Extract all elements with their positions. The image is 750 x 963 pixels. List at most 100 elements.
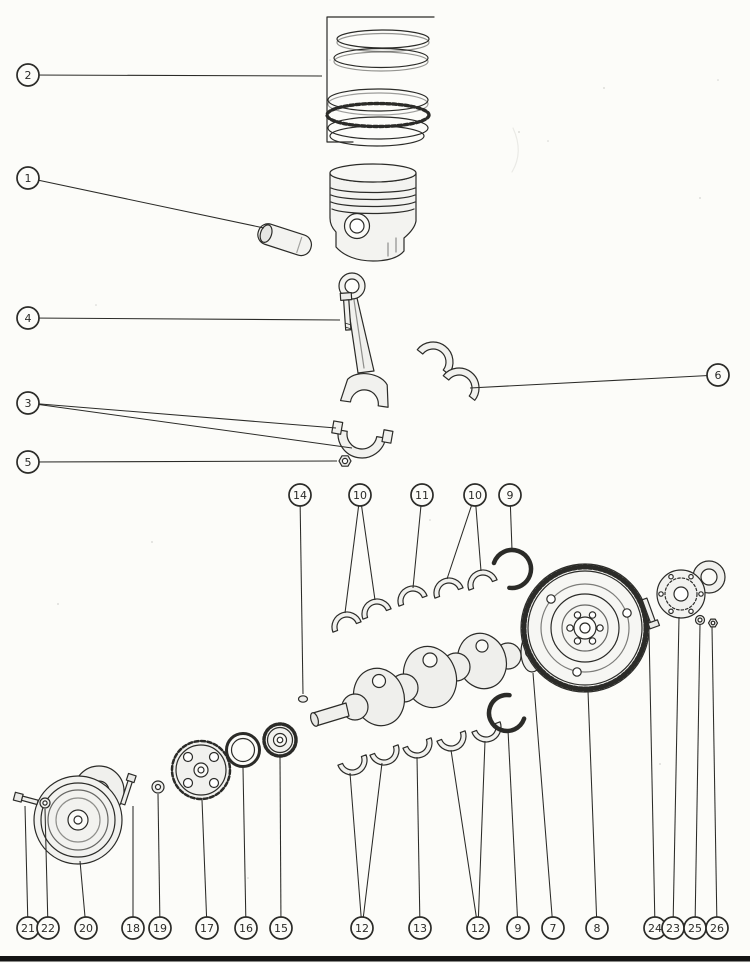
upper-main-bearings-drawing xyxy=(327,565,498,633)
svg-text:8: 8 xyxy=(594,922,601,935)
leader-line-2 xyxy=(27,74,323,77)
leader-line-5 xyxy=(27,460,338,463)
timing-sprocket-drawing xyxy=(170,739,232,801)
callout-12: 12 xyxy=(466,916,490,940)
callout-5: 5 xyxy=(16,450,40,474)
leader-line-24 xyxy=(648,630,656,929)
svg-text:10: 10 xyxy=(468,489,482,502)
piston-pin-drawing xyxy=(257,223,313,257)
flywheel-drawing xyxy=(520,563,650,693)
pulley-bolt-drawing xyxy=(12,791,39,806)
leader-line-9 xyxy=(507,729,519,929)
rod-bearing-shells-drawing xyxy=(416,333,488,401)
callout-23: 23 xyxy=(661,916,685,940)
callout-24: 24 xyxy=(643,916,667,940)
footer-rule xyxy=(0,956,750,962)
callout-25: 25 xyxy=(683,916,707,940)
callout-3: 3 xyxy=(16,391,40,415)
oil-rings-drawing xyxy=(325,88,431,147)
coupler-nut-drawing xyxy=(707,618,719,628)
svg-text:2: 2 xyxy=(25,69,32,82)
svg-text:17: 17 xyxy=(200,922,214,935)
rod-nut-drawing xyxy=(338,455,352,467)
svg-text:9: 9 xyxy=(515,922,522,935)
gear-washer-drawing xyxy=(151,780,165,794)
coupler-washer-drawing xyxy=(694,614,706,626)
gear-bolt-drawing xyxy=(120,772,137,806)
svg-text:1: 1 xyxy=(25,172,32,185)
callout-6: 6 xyxy=(706,363,730,387)
svg-text:11: 11 xyxy=(415,489,429,502)
leader-line-12 xyxy=(450,749,479,929)
crankshaft-pulley-drawing xyxy=(33,765,125,865)
key-drawing xyxy=(297,695,309,703)
leader-line-11 xyxy=(412,494,423,589)
svg-text:12: 12 xyxy=(471,922,485,935)
callout-7: 7 xyxy=(541,916,565,940)
svg-text:9: 9 xyxy=(507,489,514,502)
rod-bolt-drawing xyxy=(339,292,353,331)
leader-line-16 xyxy=(242,767,247,929)
svg-text:24: 24 xyxy=(648,922,662,935)
callout-9: 9 xyxy=(506,916,530,940)
crankshaft-drawing xyxy=(309,631,544,727)
leader-line-3 xyxy=(27,402,353,449)
callout-14: 14 xyxy=(288,483,312,507)
svg-text:20: 20 xyxy=(79,922,93,935)
callout-11: 11 xyxy=(410,483,434,507)
leader-line-10 xyxy=(446,494,476,580)
leader-line-10 xyxy=(359,494,376,601)
leader-line-15 xyxy=(279,756,282,929)
callout-10: 10 xyxy=(348,483,372,507)
leader-line-8 xyxy=(587,690,598,929)
callout-1: 1 xyxy=(16,166,40,190)
lower-main-bearings-drawing xyxy=(337,721,506,780)
callout-8: 8 xyxy=(585,916,609,940)
svg-text:16: 16 xyxy=(239,922,253,935)
svg-text:21: 21 xyxy=(21,922,35,935)
callout-17: 17 xyxy=(195,916,219,940)
callout-10: 10 xyxy=(463,483,487,507)
callout-16: 16 xyxy=(234,916,258,940)
svg-text:6: 6 xyxy=(715,369,722,382)
coupler-drawing xyxy=(656,560,726,619)
svg-text:10: 10 xyxy=(353,489,367,502)
svg-text:23: 23 xyxy=(666,922,680,935)
callout-18: 18 xyxy=(121,916,145,940)
leader-line-6 xyxy=(469,374,719,389)
leader-line-7 xyxy=(532,672,554,929)
connecting-rod-drawing xyxy=(338,272,389,408)
coupler-bolt-drawing xyxy=(641,597,661,630)
leader-line-1 xyxy=(27,177,265,229)
callout-4: 4 xyxy=(16,306,40,330)
crank-gear-drawing xyxy=(262,722,298,758)
svg-text:7: 7 xyxy=(550,922,557,935)
svg-text:4: 4 xyxy=(25,312,32,325)
compression-rings-drawing xyxy=(333,29,430,72)
leader-line-12 xyxy=(361,762,383,929)
leader-line-22 xyxy=(44,808,49,929)
svg-text:14: 14 xyxy=(293,489,307,502)
callout-26: 26 xyxy=(705,916,729,940)
svg-text:3: 3 xyxy=(25,397,32,410)
callout-22: 22 xyxy=(36,916,60,940)
leader-line-13 xyxy=(416,756,421,929)
piston-drawing xyxy=(329,163,417,262)
leader-line-19 xyxy=(157,793,161,929)
leader-lines-layer xyxy=(24,74,719,929)
leader-line-26 xyxy=(711,626,718,929)
leader-line-14 xyxy=(299,494,304,695)
callout-20: 20 xyxy=(74,916,98,940)
callout-13: 13 xyxy=(408,916,432,940)
leader-line-23 xyxy=(672,616,680,929)
leader-line-12 xyxy=(349,772,363,929)
callout-19: 19 xyxy=(148,916,172,940)
svg-text:26: 26 xyxy=(710,922,724,935)
leader-line-21 xyxy=(24,805,29,929)
svg-text:5: 5 xyxy=(25,456,32,469)
svg-text:22: 22 xyxy=(41,922,55,935)
svg-text:25: 25 xyxy=(688,922,702,935)
